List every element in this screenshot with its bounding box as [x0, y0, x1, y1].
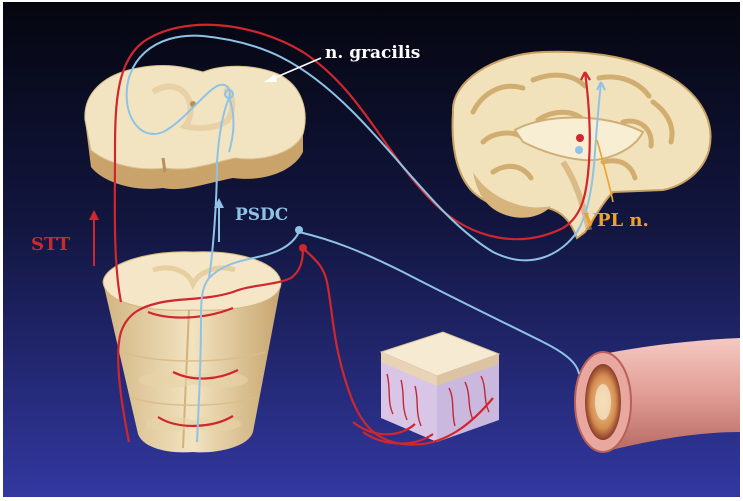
psdc-ganglion — [295, 226, 303, 234]
label-stt: STT — [31, 234, 71, 255]
skin-tissue-block — [381, 332, 499, 442]
spinal-cord-cross-section — [85, 65, 305, 189]
illustration-frame: n. gracilis VPL n. STT PSDC — [3, 2, 740, 497]
stt-thalamic-node — [576, 134, 584, 142]
label-vpl: VPL n. — [582, 210, 649, 231]
label-gracilis: n. gracilis — [325, 43, 420, 63]
label-psdc: PSDC — [235, 205, 288, 225]
stt-ganglion — [299, 244, 307, 252]
pain-pathways-diagram: n. gracilis VPL n. STT PSDC — [3, 2, 740, 497]
vpl-node — [575, 146, 583, 154]
